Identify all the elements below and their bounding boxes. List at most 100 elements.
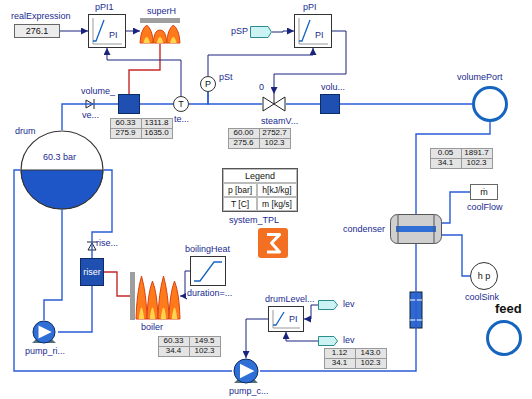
box-outline — [269, 307, 304, 332]
table-cell — [142, 129, 173, 139]
component-name: 0 — [258, 82, 265, 92]
pipe-line — [14, 170, 232, 371]
component-name: pPI1 — [94, 2, 115, 12]
table-cell — [325, 349, 356, 359]
table-cell — [431, 159, 462, 169]
node-outline — [258, 228, 288, 258]
temperature-sensor: Tte... — [173, 96, 189, 112]
signal-input: lev — [318, 336, 338, 346]
pump-impeller — [240, 364, 254, 378]
port-ring — [474, 88, 507, 121]
component-name: boilingHeat — [184, 244, 231, 254]
component-name: pPI — [302, 2, 318, 12]
pump-symbol: pump_c... — [232, 358, 260, 384]
pipe-line — [62, 104, 118, 130]
legend-heading: Legend — [223, 169, 297, 183]
pipe-line — [208, 92, 262, 104]
pipe-line — [44, 210, 62, 320]
step-response — [93, 20, 104, 41]
signal-line — [286, 332, 318, 341]
table-value: 60.33 — [110, 118, 141, 128]
component-name: steamV... — [260, 116, 299, 126]
component-name: pump_ri... — [24, 346, 66, 356]
heat-plate — [130, 272, 135, 320]
signal-line — [246, 319, 268, 358]
pi-controller: pPI1PI — [88, 14, 126, 48]
component-name: pump_c... — [228, 386, 270, 396]
signal-line — [107, 48, 181, 96]
node-outline — [294, 14, 332, 48]
node-outline — [318, 300, 338, 310]
sensor-outline — [471, 263, 498, 290]
source-block: realExpression276.1 — [14, 24, 60, 38]
pipe-line — [260, 244, 416, 371]
volume-fill — [119, 95, 140, 114]
volume-fill — [321, 95, 340, 114]
pump-symbol: pump_ri... — [30, 320, 58, 344]
condenser-cap — [398, 215, 399, 243]
legend-entry: T [C] — [223, 197, 257, 211]
port-ring — [488, 322, 521, 355]
node-value: T — [178, 99, 184, 109]
node-outline — [30, 320, 58, 344]
flame-core — [157, 37, 164, 43]
signal-connector — [319, 301, 338, 310]
heat-line — [129, 44, 160, 94]
flame — [167, 25, 180, 43]
table-value: 60.00 — [228, 128, 259, 138]
table-cell — [462, 149, 493, 159]
signal-line — [304, 305, 318, 319]
boiler-symbol: boiler — [130, 272, 180, 320]
component-name: volumePort — [456, 72, 504, 82]
table-value: 1.12 — [324, 348, 355, 358]
pi-controller: drumLevel...PI — [268, 306, 304, 332]
condenser-tubes — [396, 226, 436, 232]
component-name: 60.3 bar — [42, 152, 77, 162]
node-outline — [318, 336, 338, 346]
sink-symbol: h pcoolSink — [470, 262, 498, 290]
legend-entry: h[kJ/kg] — [257, 183, 297, 197]
component-name: lev — [342, 335, 356, 345]
steam-valve: 0steamV... — [262, 94, 286, 114]
pi-controller: pPIPI — [294, 14, 332, 48]
component-name: ve... — [82, 110, 99, 120]
volume-block: volume_ — [118, 94, 140, 114]
component-name: condenser — [342, 224, 386, 234]
component-name: coolFlow — [466, 202, 504, 212]
component-name: pSt — [218, 72, 234, 82]
pump-casing — [33, 321, 55, 343]
table-cell — [159, 347, 190, 357]
node-value: ṁ — [480, 187, 488, 197]
component-name: drum — [14, 126, 37, 136]
node-outline — [20, 130, 104, 210]
pipe-line — [140, 103, 173, 104]
axis-lines — [299, 18, 328, 44]
box-outline — [89, 15, 126, 48]
flame — [147, 281, 158, 319]
table-cell — [356, 349, 387, 359]
heat-line — [104, 272, 130, 296]
flame — [158, 276, 169, 319]
legend-entry: p [bar] — [223, 183, 257, 197]
component-name: pSP — [230, 26, 249, 36]
condenser-symbol: condenser — [390, 214, 442, 244]
table-cell — [229, 129, 260, 139]
component-name: PI — [108, 30, 119, 40]
table-value: 34.4 — [158, 346, 189, 356]
table-value: 0.05 — [430, 148, 461, 158]
node-outline — [140, 18, 180, 44]
node-outline — [320, 94, 340, 114]
flame — [153, 30, 166, 43]
component-name: feed — [494, 302, 523, 316]
table-value: 143.0 — [355, 348, 386, 358]
table-value: 60.33 — [158, 336, 189, 346]
node-value: riser — [83, 267, 101, 277]
table-value: 275.6 — [228, 138, 259, 148]
table-cell — [260, 139, 291, 149]
steam-drum: drum60.3 bar — [20, 130, 104, 210]
flame-core — [161, 308, 167, 320]
node-value: P — [205, 79, 211, 89]
table-value: 1891.7 — [461, 148, 492, 158]
table-cell — [190, 337, 221, 347]
